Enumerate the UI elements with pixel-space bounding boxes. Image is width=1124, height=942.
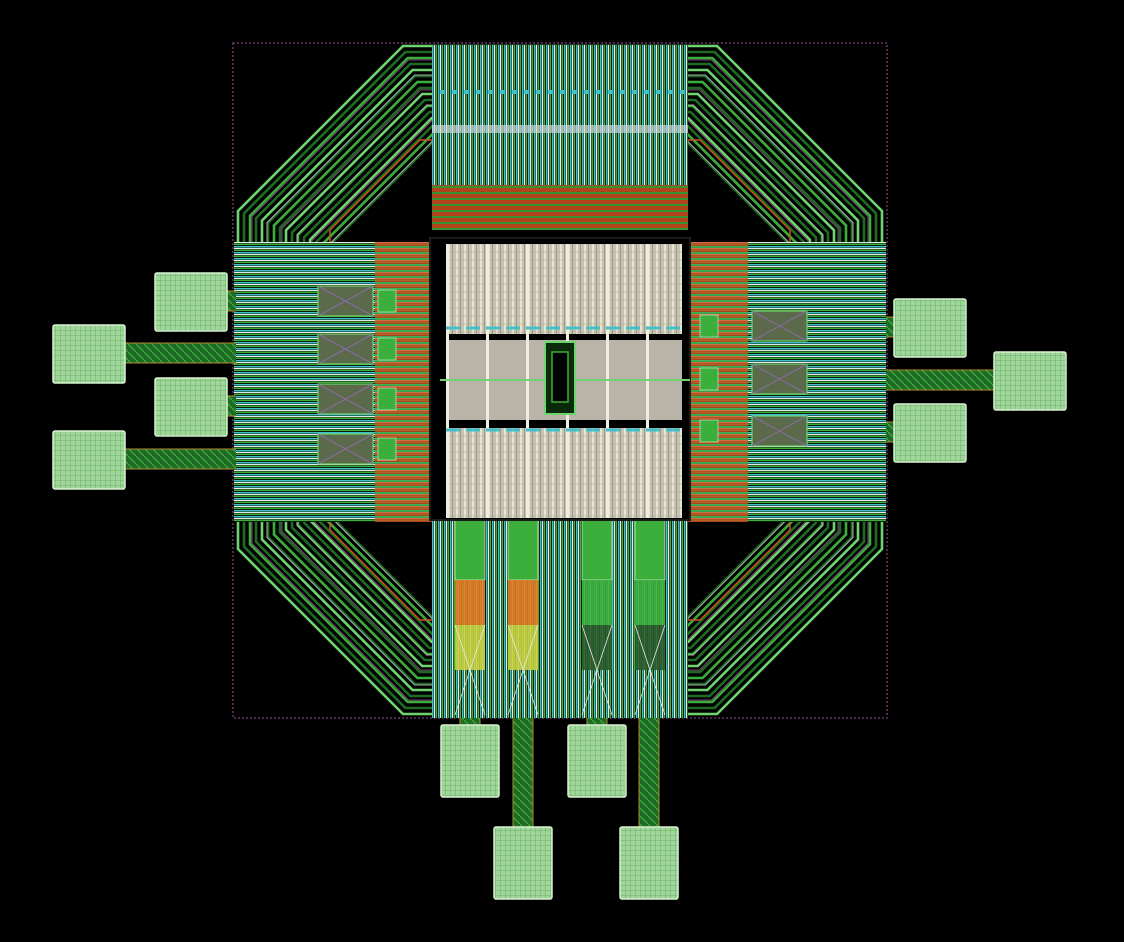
- via: [680, 90, 684, 94]
- top-bus-strap: [432, 125, 688, 133]
- bottom-driver: [634, 519, 666, 581]
- via: [536, 90, 540, 94]
- left-drivers: [375, 242, 435, 522]
- top-bus-drivers: [432, 185, 688, 230]
- via: [632, 90, 636, 94]
- via: [560, 90, 564, 94]
- bottom-driver-body: [508, 580, 538, 625]
- bottom-driver: [581, 519, 613, 581]
- bond-pad-B2: [493, 826, 553, 900]
- pad-wire: [125, 343, 236, 363]
- bottom-driver-body: [635, 580, 665, 625]
- esd-cross: [317, 285, 374, 317]
- bottom-driver-body: [582, 580, 612, 625]
- esd-cross: [751, 310, 808, 342]
- bottom-driver-tail: [635, 625, 665, 670]
- via: [608, 90, 612, 94]
- via: [668, 90, 672, 94]
- bond-pad-B4: [619, 826, 679, 900]
- bond-pad-L3: [154, 377, 228, 437]
- bottom-driver: [507, 519, 539, 581]
- pad-wire: [639, 718, 659, 827]
- pad-wire: [587, 718, 607, 725]
- via: [584, 90, 588, 94]
- via: [500, 90, 504, 94]
- core-block-bottom: [446, 428, 682, 518]
- via: [476, 90, 480, 94]
- driver-cell: [699, 367, 719, 391]
- bottom-driver-body: [455, 580, 485, 625]
- via: [596, 90, 600, 94]
- bottom-driver: [454, 519, 486, 581]
- bottom-driver-tail: [582, 625, 612, 670]
- via: [656, 90, 660, 94]
- bond-pad-L4: [52, 430, 126, 490]
- via: [644, 90, 648, 94]
- via: [452, 90, 456, 94]
- driver-cell: [377, 337, 397, 361]
- via: [512, 90, 516, 94]
- pad-wire: [886, 370, 994, 390]
- driver-cell: [699, 314, 719, 338]
- bottom-cross: [634, 624, 666, 716]
- driver-cell: [377, 387, 397, 411]
- pad-wire: [125, 449, 236, 469]
- pad-wire: [886, 422, 894, 442]
- driver-cell: [699, 419, 719, 443]
- via: [572, 90, 576, 94]
- bottom-cross: [581, 624, 613, 716]
- bottom-driver-tail: [455, 625, 485, 670]
- bottom-cross: [454, 624, 486, 716]
- bond-pad-R3: [893, 403, 967, 463]
- pad-wire: [886, 317, 894, 337]
- bond-pad-B3: [567, 724, 627, 798]
- esd-cross: [317, 383, 374, 415]
- driver-cell: [377, 437, 397, 461]
- bond-pad-R2: [993, 351, 1067, 411]
- via: [548, 90, 552, 94]
- pad-wire: [460, 718, 480, 725]
- bond-pad-R1: [893, 298, 967, 358]
- bond-pad-B1: [440, 724, 500, 798]
- via: [440, 90, 444, 94]
- core-block-top: [446, 244, 682, 334]
- via: [524, 90, 528, 94]
- pad-wire: [227, 396, 236, 416]
- via: [620, 90, 624, 94]
- via: [464, 90, 468, 94]
- bottom-driver-tail: [508, 625, 538, 670]
- esd-cross: [751, 363, 808, 395]
- bond-pad-L2: [52, 324, 126, 384]
- pad-wire: [227, 291, 236, 311]
- esd-cross: [751, 415, 808, 447]
- bottom-cross: [507, 624, 539, 716]
- pad-wire: [513, 718, 533, 827]
- top-bus: [432, 45, 688, 185]
- esd-cross: [317, 333, 374, 365]
- esd-cross: [317, 433, 374, 465]
- core-macro-inner: [551, 351, 569, 403]
- driver-cell: [377, 289, 397, 313]
- via: [488, 90, 492, 94]
- bond-pad-L1: [154, 272, 228, 332]
